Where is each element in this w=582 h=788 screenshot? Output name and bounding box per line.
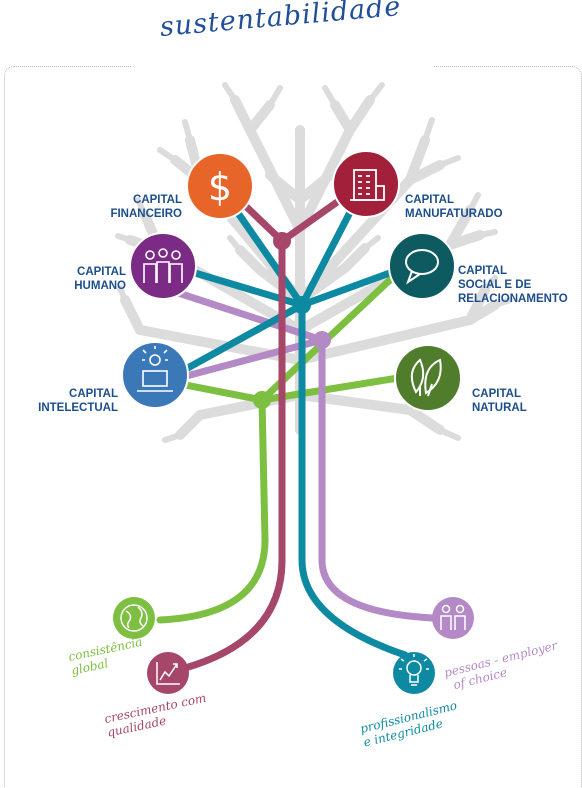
people-icon xyxy=(440,604,466,630)
leaves-icon xyxy=(410,358,442,397)
people-icon xyxy=(143,248,183,283)
label-line: CAPITAL xyxy=(69,388,118,400)
idea-laptop-icon xyxy=(137,346,173,392)
capital-social-circle xyxy=(388,232,456,300)
capital-humano-circle xyxy=(129,232,197,300)
label-line: CAPITAL xyxy=(458,265,507,277)
growth-chart-icon xyxy=(156,662,180,685)
junction-maroon xyxy=(273,232,291,250)
label-line: NATURAL xyxy=(472,402,527,414)
label-capital-social: CAPITAL SOCIAL E DE RELACIONAMENTO xyxy=(458,264,568,306)
label-capital-humano: CAPITAL HUMANO xyxy=(74,265,126,293)
label-line: RELACIONAMENTO xyxy=(458,293,568,305)
label-line: MANUFATURADO xyxy=(405,208,503,220)
label-line: HUMANO xyxy=(74,280,126,292)
speech-bubble-icon xyxy=(405,249,439,285)
label-capital-intelectual: CAPITAL INTELECTUAL xyxy=(38,387,118,415)
label-line: CAPITAL xyxy=(405,194,454,206)
lightbulb-icon xyxy=(399,654,429,686)
label-capital-manufaturado: CAPITAL MANUFATURADO xyxy=(405,193,503,221)
globe-icon xyxy=(120,604,148,632)
outcome-pessoas-circle xyxy=(432,597,474,639)
label-line: FINANCEIRO xyxy=(110,208,182,220)
label-line: INTELECTUAL xyxy=(38,402,118,414)
capital-intelectual-circle xyxy=(121,341,189,409)
outcome-crescimento-circle xyxy=(147,652,189,694)
outcome-consistencia-circle xyxy=(113,597,155,639)
label-line: SOCIAL E DE xyxy=(458,279,532,291)
outcome-profissionalismo-circle xyxy=(393,652,435,694)
line-teal xyxy=(171,186,409,659)
frame-gap xyxy=(132,60,434,72)
dollar-icon: $ xyxy=(208,165,232,209)
capital-financeiro-circle: $ xyxy=(186,152,254,220)
svg-text:$: $ xyxy=(208,165,232,209)
junction-lavender xyxy=(313,331,331,349)
junction-teal xyxy=(293,296,311,314)
label-capital-natural: CAPITAL NATURAL xyxy=(472,387,527,415)
junction-green xyxy=(253,391,271,409)
label-capital-financeiro: CAPITAL FINANCEIRO xyxy=(110,193,182,221)
factory-icon xyxy=(350,169,385,201)
label-line: CAPITAL xyxy=(472,388,521,400)
label-line: CAPITAL xyxy=(133,194,182,206)
label-line: CAPITAL xyxy=(77,266,126,278)
capital-manufaturado-circle xyxy=(332,150,400,218)
capital-natural-circle xyxy=(394,344,462,412)
